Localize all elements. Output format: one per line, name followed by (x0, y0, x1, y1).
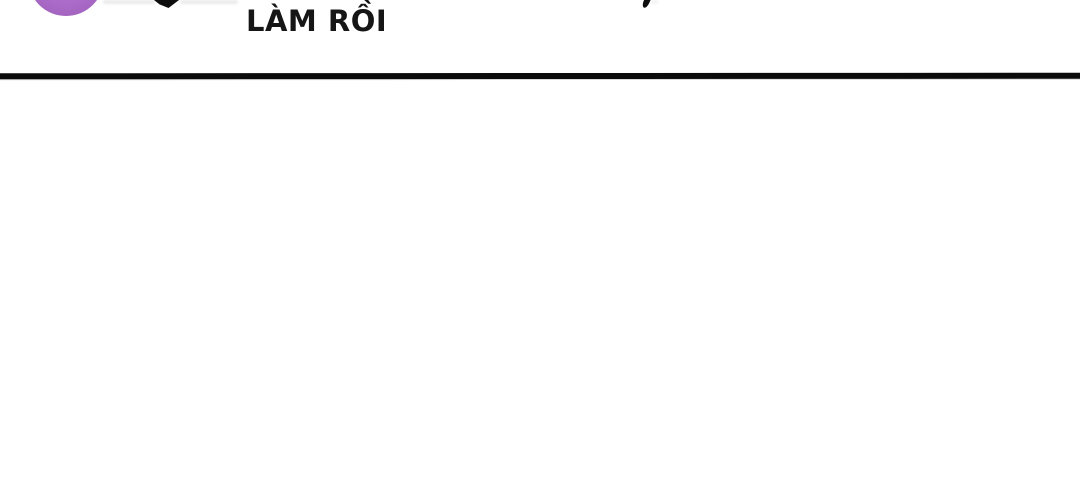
dialogue-text: LÀM RỒI (246, 4, 388, 38)
faded-ink-smudge (651, 0, 658, 4)
cutoff-ink-tip (154, 0, 179, 8)
cutoff-comma-mark (641, 0, 651, 9)
faded-ink-smudge (103, 0, 155, 4)
faded-ink-smudge (180, 0, 238, 4)
purple-circle-fragment (28, 0, 104, 16)
panel-border-line (0, 72, 1080, 80)
